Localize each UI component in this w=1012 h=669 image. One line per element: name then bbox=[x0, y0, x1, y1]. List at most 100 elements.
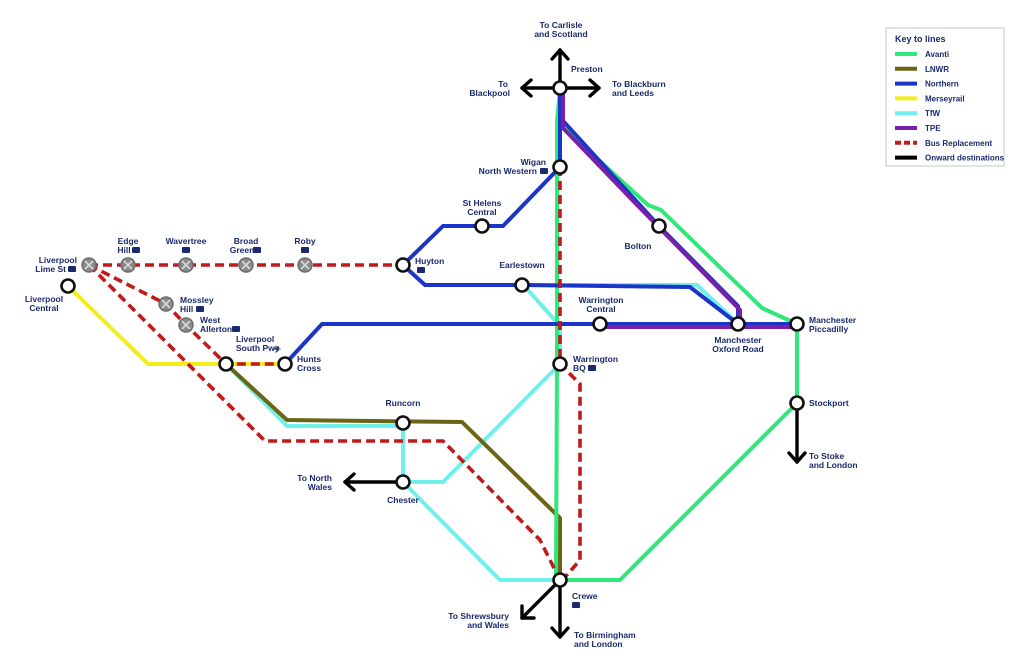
roby-bus-icon bbox=[301, 247, 309, 253]
runcorn-marker[interactable] bbox=[395, 415, 411, 431]
key-label-tfw: TfW bbox=[925, 109, 941, 118]
wigan-bus-icon bbox=[540, 168, 548, 174]
earlestown-label: Earlestown bbox=[499, 260, 544, 270]
key-label-onward-destinations: Onward destinations bbox=[925, 154, 1005, 163]
edge-hill-stop bbox=[120, 257, 136, 273]
shrewsbury-label-2: and Wales bbox=[467, 620, 509, 630]
huyton-marker[interactable] bbox=[395, 257, 411, 273]
liverpool-south-pwy-label-1: Liverpool bbox=[236, 334, 274, 344]
hunts-cross-marker[interactable] bbox=[277, 356, 293, 372]
manchester-piccadilly-marker[interactable] bbox=[789, 316, 805, 332]
edge-hill-bus-icon bbox=[132, 247, 140, 253]
stockport-marker[interactable] bbox=[789, 395, 805, 411]
manchester-oxford-road-label-1: Manchester bbox=[714, 335, 762, 345]
broad-green-label-1: Broad bbox=[234, 236, 259, 246]
warrington-central-label-2: Central bbox=[586, 304, 615, 314]
liverpool-south-pwy-marker[interactable] bbox=[218, 356, 234, 372]
blackpool-label-2: Blackpool bbox=[469, 88, 510, 98]
runcorn-label: Runcorn bbox=[386, 398, 421, 408]
tfw-line bbox=[224, 283, 740, 582]
bolton-marker[interactable] bbox=[651, 218, 667, 234]
birmingham-label-1: To Birmingham bbox=[574, 630, 636, 640]
warrington-central-label-1: Warrington bbox=[578, 295, 623, 305]
hunts-cross-label-1: Hunts bbox=[297, 354, 321, 364]
shrewsbury-label-1: To Shrewsbury bbox=[448, 611, 509, 621]
roby-label: Roby bbox=[294, 236, 316, 246]
key-label-northern: Northern bbox=[925, 80, 959, 89]
key-label-bus-replacement: Bus Replacement bbox=[925, 139, 992, 148]
huyton-bus-icon bbox=[417, 267, 425, 273]
key-label-avanti: Avanti bbox=[925, 50, 949, 59]
wigan-marker[interactable] bbox=[552, 159, 568, 175]
station-labels: Preston Wigan North Western St Helens Ce… bbox=[25, 64, 857, 608]
bus-replacement-line bbox=[87, 167, 582, 578]
wigan-label-1: Wigan bbox=[521, 157, 546, 167]
chester-label: Chester bbox=[387, 495, 419, 505]
mossley-hill-label-1: Mossley bbox=[180, 295, 214, 305]
st-helens-marker[interactable] bbox=[474, 218, 490, 234]
preston-marker[interactable] bbox=[552, 80, 568, 96]
warrington-bq-bus-icon bbox=[588, 365, 596, 371]
tpe-line bbox=[561, 93, 799, 329]
roby-stop bbox=[297, 257, 313, 273]
lime-st-label-1: Liverpool bbox=[39, 255, 77, 265]
destination-labels: To Carlisle and Scotland To Blackpool To… bbox=[297, 20, 857, 649]
huyton-label: Huyton bbox=[415, 256, 444, 266]
liverpool-south-pwy-label-2: South Pwy bbox=[236, 343, 280, 353]
bolton-label: Bolton bbox=[625, 241, 652, 251]
chester-marker[interactable] bbox=[395, 474, 411, 490]
bus-stops bbox=[81, 257, 313, 333]
lnwr-line bbox=[224, 362, 562, 582]
crewe-marker[interactable] bbox=[552, 572, 568, 588]
west-allerton-bus-icon bbox=[232, 326, 240, 332]
carlisle-label-1: To Carlisle bbox=[540, 20, 583, 30]
liverpool-central-marker[interactable] bbox=[60, 278, 76, 294]
warrington-bq-marker[interactable] bbox=[552, 356, 568, 372]
mossley-hill-bus-icon bbox=[196, 306, 204, 312]
manchester-oxford-road-label-2: Oxford Road bbox=[712, 344, 763, 354]
manchester-oxford-road-marker[interactable] bbox=[730, 316, 746, 332]
west-allerton-stop bbox=[178, 317, 194, 333]
liverpool-central-label-1: Liverpool bbox=[25, 294, 63, 304]
wavertree-stop bbox=[178, 257, 194, 273]
mossley-hill-label-2: Hill bbox=[180, 304, 193, 314]
warrington-central-marker[interactable] bbox=[592, 316, 608, 332]
hunts-cross-label-2: Cross bbox=[297, 363, 321, 373]
mossley-hill-stop bbox=[158, 296, 174, 312]
crewe-label: Crewe bbox=[572, 591, 598, 601]
broad-green-stop bbox=[238, 257, 254, 273]
birmingham-label-2: and London bbox=[574, 639, 623, 649]
station-markers bbox=[60, 80, 805, 588]
st-helens-label-1: St Helens bbox=[463, 198, 502, 208]
carlisle-label-2: and Scotland bbox=[534, 29, 587, 39]
stockport-label: Stockport bbox=[809, 398, 849, 408]
blackpool-label-1: To bbox=[498, 79, 508, 89]
lines bbox=[66, 48, 807, 639]
preston-label: Preston bbox=[571, 64, 603, 74]
key-label-merseyrail: Merseyrail bbox=[925, 94, 965, 103]
lime-st-bus-icon bbox=[68, 266, 76, 272]
northern-line bbox=[283, 86, 799, 366]
key-label-lnwr: LNWR bbox=[925, 65, 949, 74]
west-allerton-label-2: Allerton bbox=[200, 324, 232, 334]
lime-st-stop bbox=[81, 257, 97, 273]
manchester-piccadilly-label-2: Piccadilly bbox=[809, 324, 848, 334]
broad-green-label-2: Green bbox=[230, 245, 255, 255]
earlestown-marker[interactable] bbox=[514, 277, 530, 293]
north-wales-label-1: To North bbox=[297, 473, 332, 483]
lime-st-label-2: Lime St bbox=[35, 264, 66, 274]
blackburn-label-1: To Blackburn bbox=[612, 79, 666, 89]
stoke-label-2: and London bbox=[809, 460, 858, 470]
liverpool-central-label-2: Central bbox=[29, 303, 58, 313]
wavertree-bus-icon bbox=[182, 247, 190, 253]
stoke-label-1: To Stoke bbox=[809, 451, 845, 461]
edge-hill-label-2: Hill bbox=[117, 245, 130, 255]
st-helens-label-2: Central bbox=[467, 207, 496, 217]
wigan-label-2: North Western bbox=[479, 166, 537, 176]
key-title: Key to lines bbox=[895, 34, 946, 44]
west-allerton-label-1: West bbox=[200, 315, 220, 325]
wavertree-label: Wavertree bbox=[166, 236, 207, 246]
